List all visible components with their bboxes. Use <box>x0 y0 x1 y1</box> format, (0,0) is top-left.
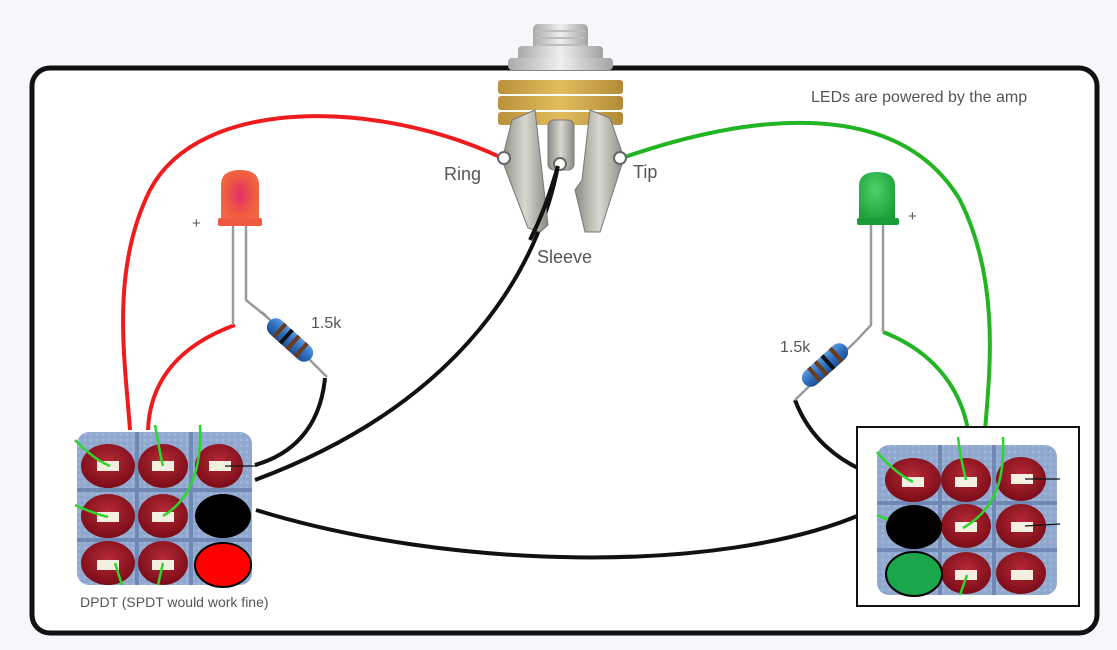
jack-ring-2 <box>498 96 623 110</box>
jack-tip-label: Tip <box>633 162 657 182</box>
left-resistor-value: 1.5k <box>311 315 342 332</box>
right-dpdt-switch <box>856 426 1080 607</box>
right-led-polarity: + <box>908 208 917 225</box>
wire-black-left-resistor-to-switch <box>254 377 327 467</box>
green-led: + <box>856 172 917 341</box>
jack-ring-label: Ring <box>444 164 481 184</box>
switch-lugs <box>885 457 1046 594</box>
jack-sleeve-label: Sleeve <box>537 247 592 267</box>
power-note: LEDs are powered by the amp <box>811 89 1027 106</box>
left-dpdt-switch: DPDT (SPDT would work fine) <box>74 424 269 610</box>
green-led-body <box>859 172 895 224</box>
wire-green-led-to-switch <box>882 330 970 431</box>
right-green-marker <box>885 551 943 597</box>
audio-jack: Ring Tip Sleeve <box>444 24 657 267</box>
left-led-polarity: + <box>192 215 201 232</box>
jack-tip-lug <box>574 109 625 233</box>
right-resistor: 1.5k <box>780 339 858 401</box>
left-black-marker <box>195 494 251 538</box>
right-black-marker <box>886 505 942 549</box>
jack-ring-1 <box>498 80 623 94</box>
wire-red-led-to-switch <box>146 323 236 431</box>
led-lead-cathode <box>856 225 873 341</box>
wire-black-switch-to-switch <box>255 508 863 560</box>
led-lead-cathode <box>244 225 269 319</box>
wire-black-sleeve-to-switch <box>254 165 560 482</box>
left-red-marker <box>194 542 252 588</box>
red-led: + <box>192 170 269 325</box>
right-resistor-value: 1.5k <box>780 339 811 356</box>
wire-green-tip-to-switch <box>621 120 992 431</box>
wire-red-ring-to-switch <box>121 114 503 431</box>
wire-black-right-resistor-to-switch <box>793 399 863 472</box>
wire-black-sleeve-segment <box>528 165 560 241</box>
switch-note: DPDT (SPDT would work fine) <box>80 594 269 610</box>
red-led-body <box>221 170 259 225</box>
left-resistor: 1.5k <box>261 311 342 378</box>
